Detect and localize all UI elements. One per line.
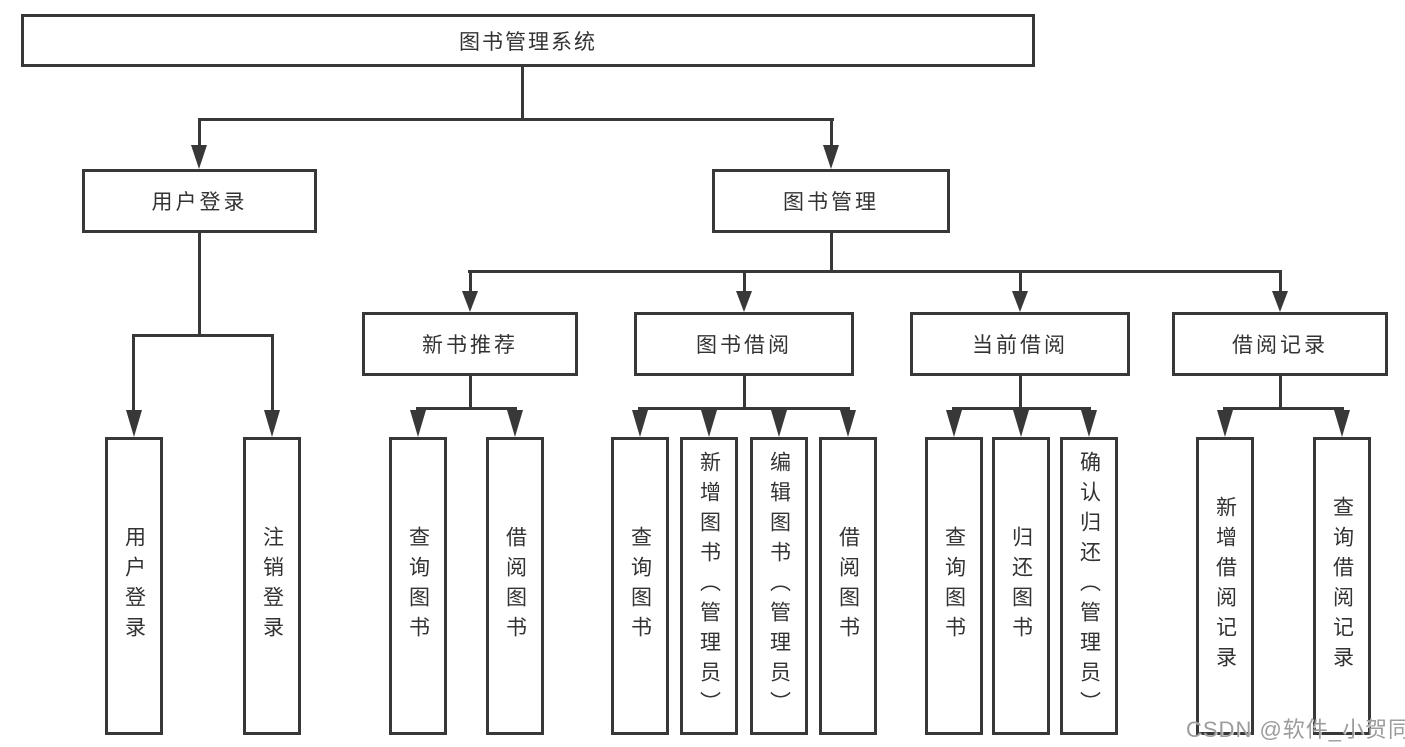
leaf-add-borrow-record: 新增借阅记录 [1196, 437, 1254, 735]
leaf-label: 借阅图书 [836, 526, 860, 646]
connector-recommend-drop [469, 375, 472, 408]
connector-level3-hline [468, 270, 1282, 273]
connector-stem-borrowrecords [1279, 272, 1282, 292]
node-library-management-system: 图书管理系统 [21, 14, 1035, 67]
connector-recommend-hline [416, 407, 517, 410]
leaf-logout-login: 注销登录 [243, 437, 301, 735]
node-label: 图书借阅 [696, 334, 792, 357]
leaf-label: 用户登录 [122, 526, 146, 646]
node-label: 图书管理 [783, 191, 879, 214]
connector-borrowrecords-hline [1223, 407, 1344, 410]
arrowhead-currentborrow [1012, 291, 1028, 312]
leaf-query-borrow-record: 查询借阅记录 [1313, 437, 1371, 735]
connector-stem-leaf-user-login [132, 336, 135, 412]
connector-userlogin-drop [198, 232, 201, 335]
arrowhead-leaf-borrow-recommend [507, 410, 523, 437]
connector-currentborrow-hline [952, 407, 1091, 410]
leaf-query-books-borrow: 查询图书 [611, 437, 669, 735]
node-label: 借阅记录 [1232, 334, 1328, 357]
leaf-add-books-admin: 新增图书（管理员） [680, 437, 738, 735]
leaf-label: 查询图书 [628, 526, 652, 646]
node-book-management: 图书管理 [712, 169, 950, 233]
connector-userlogin-hline [132, 334, 274, 337]
connector-level2-hline [198, 118, 834, 121]
arrowhead-leaf-return-books [1013, 410, 1029, 437]
arrowhead-leaf-query-current [946, 410, 962, 437]
arrowhead-recommend [462, 291, 478, 312]
node-label: 图书管理系统 [459, 30, 597, 54]
leaf-borrow-books-recommend: 借阅图书 [486, 437, 544, 735]
leaf-confirm-return-admin: 确认归还（管理员） [1060, 437, 1118, 735]
leaf-borrow-books: 借阅图书 [819, 437, 877, 735]
leaf-label: 新增图书（管理员） [697, 451, 721, 721]
connector-bookborrow-drop [743, 375, 746, 408]
arrowhead-leaf-query-borrow [632, 410, 648, 437]
leaf-user-login: 用户登录 [105, 437, 163, 735]
csdn-watermark: CSDN @软件_小贺同学 [1186, 717, 1405, 742]
arrowhead-leaf-logout [264, 410, 280, 437]
arrowhead-borrowrecords [1272, 291, 1288, 312]
connector-stem-bookborrow [743, 272, 746, 292]
arrowhead-leaf-edit-books [771, 410, 787, 437]
arrowhead-leaf-borrow-books [840, 410, 856, 437]
leaf-label: 确认归还（管理员） [1077, 451, 1101, 721]
arrowhead-leaf-query-record [1334, 410, 1350, 437]
connector-currentborrow-drop [1019, 375, 1022, 408]
connector-stem-book-management [830, 120, 833, 146]
node-label: 新书推荐 [422, 334, 518, 357]
connector-stem-currentborrow [1019, 272, 1022, 292]
node-user-login: 用户登录 [82, 169, 317, 233]
leaf-query-books-recommend: 查询图书 [389, 437, 447, 735]
leaf-label: 借阅图书 [503, 526, 527, 646]
node-label: 当前借阅 [972, 334, 1068, 357]
connector-root-drop [521, 66, 524, 120]
connector-borrowrecords-drop [1279, 375, 1282, 408]
node-label: 用户登录 [151, 191, 248, 214]
arrowhead-leaf-add-record [1217, 410, 1233, 437]
leaf-label: 编辑图书（管理员） [767, 451, 791, 721]
connector-stem-leaf-logout [271, 336, 274, 412]
leaf-label: 新增借阅记录 [1213, 496, 1237, 676]
arrowhead-leaf-confirm-return [1081, 410, 1097, 437]
arrowhead-leaf-add-books [701, 410, 717, 437]
leaf-label: 归还图书 [1009, 526, 1033, 646]
connector-bookborrow-hline [638, 407, 850, 410]
node-new-book-recommend: 新书推荐 [362, 312, 578, 376]
connector-stem-user-login [198, 120, 201, 146]
leaf-return-books: 归还图书 [992, 437, 1050, 735]
arrowhead-leaf-user-login [126, 410, 142, 437]
node-current-borrow: 当前借阅 [910, 312, 1130, 376]
connector-stem-recommend [469, 272, 472, 292]
node-borrow-records: 借阅记录 [1172, 312, 1388, 376]
arrowhead-bookborrow [736, 291, 752, 312]
arrowhead-leaf-query-recommend [410, 410, 426, 437]
arrowhead-user-login [191, 145, 207, 169]
arrowhead-book-management [823, 145, 839, 169]
connector-bookmgmt-drop [830, 232, 833, 272]
leaf-label: 查询图书 [406, 526, 430, 646]
leaf-query-books-current: 查询图书 [925, 437, 983, 735]
leaf-label: 查询借阅记录 [1330, 496, 1354, 676]
leaf-edit-books-admin: 编辑图书（管理员） [750, 437, 808, 735]
node-book-borrow: 图书借阅 [634, 312, 854, 376]
leaf-label: 查询图书 [942, 526, 966, 646]
leaf-label: 注销登录 [260, 526, 284, 646]
